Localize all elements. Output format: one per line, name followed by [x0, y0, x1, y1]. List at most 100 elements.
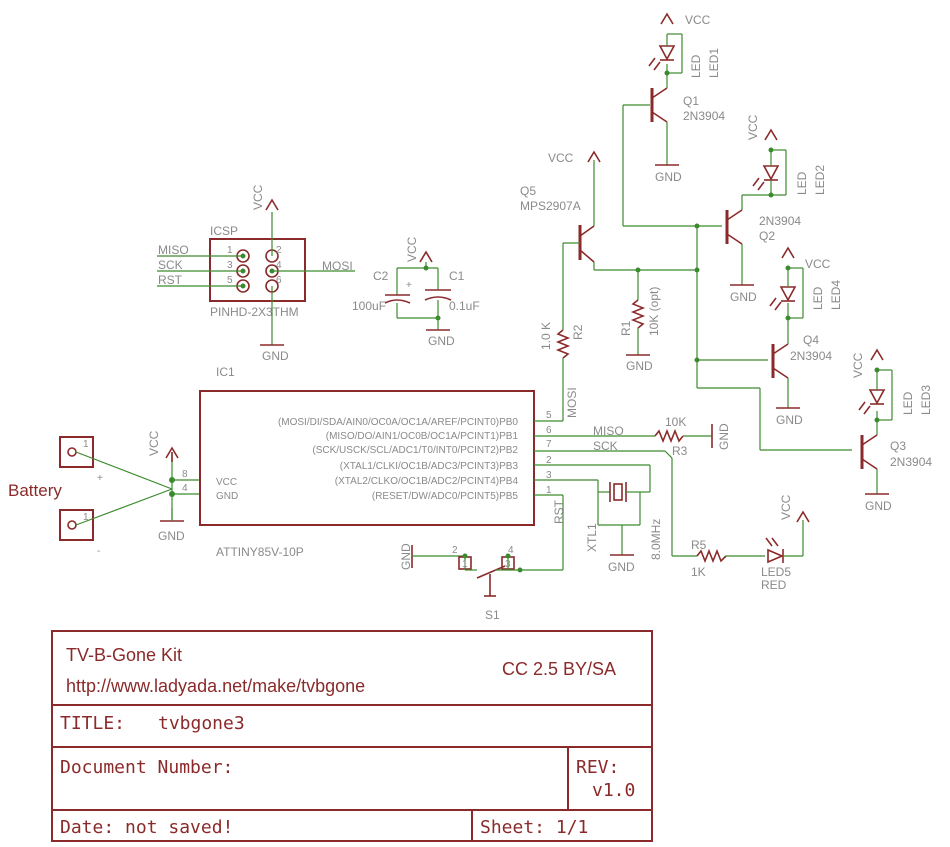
svg-text:R5: R5 [691, 538, 707, 552]
c2-value: 100uF [352, 299, 386, 313]
svg-text:2N3904: 2N3904 [683, 109, 725, 123]
c1-value: 0.1uF [449, 299, 480, 313]
title-label: TITLE: [60, 713, 125, 734]
svg-text:GND: GND [655, 170, 682, 184]
svg-text:R1: R1 [619, 320, 633, 336]
license-text: CC 2.5 BY/SA [502, 659, 616, 679]
svg-text:Q3: Q3 [890, 439, 906, 453]
svg-text:GND: GND [399, 543, 413, 570]
icsp-net-miso: MISO [158, 243, 189, 257]
svg-text:GND: GND [717, 423, 731, 450]
sheet-label: Sheet: 1/1 [480, 817, 588, 838]
svg-text:VCC: VCC [805, 257, 831, 271]
svg-text:VCC: VCC [216, 477, 237, 488]
q1-npn: GND Q1 2N3904 [650, 87, 725, 184]
svg-text:GND: GND [776, 413, 803, 427]
svg-text:1: 1 [546, 485, 552, 496]
led1: VCC LED LED1 [648, 12, 721, 88]
q2-npn: GND 2N3904 Q2 [725, 209, 801, 304]
gnd-symbol-icsp: GND [260, 344, 289, 363]
q3-npn: GND Q3 2N3904 [860, 434, 932, 513]
battery-pin-plus-number: 1 [83, 439, 89, 450]
led3: VCC LED LED3 [851, 348, 933, 435]
ic1-pin-pb0: (MOSI/DI/SDA/AIN0/OC0A/OC1A/AREF/PCINT0)… [278, 417, 518, 428]
title-value: tvbgone3 [158, 713, 245, 734]
svg-text:2N3904: 2N3904 [790, 349, 832, 363]
ic1-attiny85: IC1 ATTINY85V-10P VCC GND (MOSI/DI/SDA/A… [199, 365, 552, 559]
r3-resistor: 10K R3 GND [654, 415, 731, 458]
net-label-mosi: MOSI [565, 387, 579, 418]
ic1-pin-pb1: (MISO/DO/AIN1/OC0B/OC1A/PCINT1)PB1 [326, 431, 519, 442]
svg-text:Q4: Q4 [803, 333, 819, 347]
svg-text:Q2: Q2 [759, 229, 775, 243]
svg-text:GND: GND [158, 529, 185, 543]
svg-text:8: 8 [182, 469, 188, 480]
led4: VCC LED LED4 [769, 246, 843, 344]
q5-name: Q5 [520, 184, 536, 198]
svg-text:VCC: VCC [685, 13, 711, 27]
svg-text:RED: RED [761, 578, 787, 592]
r2-resistor: 1.0 K R2 [539, 322, 585, 367]
ic1-pin-pb5: (RESET/DW/ADC0/PCINT5)PB5 [372, 491, 519, 502]
svg-text:GND: GND [730, 290, 757, 304]
svg-text:VCC: VCC [147, 430, 161, 456]
svg-text:1.0 K: 1.0 K [539, 322, 553, 350]
svg-text:LED2: LED2 [813, 165, 827, 195]
svg-text:VCC: VCC [405, 236, 419, 262]
svg-text:+: + [406, 280, 412, 291]
svg-text:LED: LED [795, 171, 809, 195]
svg-text:LED4: LED4 [829, 280, 843, 310]
document-number-label: Document Number: [60, 757, 233, 778]
net-label-rst: RST [552, 499, 566, 524]
battery: 1 1 Battery + - [8, 436, 103, 557]
battery-label: Battery [8, 481, 62, 500]
svg-text:GND: GND [428, 334, 455, 348]
led5-red: VCC LED5 RED [761, 494, 810, 592]
svg-text:GND: GND [216, 491, 238, 502]
svg-text:VCC: VCC [779, 494, 793, 520]
icsp-name: ICSP [210, 224, 238, 238]
svg-text:1K: 1K [691, 565, 706, 579]
svg-text:GND: GND [865, 499, 892, 513]
capacitors: VCC + C2 100uF C1 0.1uF GND [352, 236, 480, 348]
svg-text:S1: S1 [485, 608, 500, 622]
svg-text:4: 4 [276, 260, 282, 271]
vcc-symbol-icsp: VCC [251, 184, 279, 211]
svg-text:GND: GND [608, 560, 635, 574]
svg-text:LED5: LED5 [761, 565, 791, 579]
svg-text:2N3904: 2N3904 [759, 214, 801, 228]
svg-text:2N3904: 2N3904 [890, 455, 932, 469]
svg-text:10K (opt): 10K (opt) [647, 287, 661, 336]
s1-switch: GND 2 1 4 3 S1 [399, 543, 563, 622]
ic1-pin-pb4: (XTAL2/CLKO/OC1B/ADC2/PCINT4)PB4 [335, 476, 519, 487]
led2: VCC LED LED2 [741, 114, 827, 210]
rev-value: v1.0 [592, 780, 635, 801]
svg-text:5: 5 [227, 275, 233, 286]
icsp-net-mosi: MOSI [322, 259, 353, 273]
rev-label: REV: [576, 757, 619, 778]
ic1-part: ATTINY85V-10P [216, 545, 304, 559]
r5-resistor: R5 1K [691, 538, 765, 579]
svg-text:2: 2 [546, 455, 552, 466]
ic1-pin-pb3: (XTAL1/CLKI/OC1B/ADC3/PCINT3)PB3 [340, 461, 519, 472]
date-label: Date: not saved! [60, 817, 233, 838]
svg-text:6: 6 [276, 275, 282, 286]
svg-text:LED: LED [901, 391, 915, 415]
battery-pin-minus-number: 1 [83, 512, 89, 523]
svg-text:LED3: LED3 [919, 385, 933, 415]
svg-text:R3: R3 [672, 444, 688, 458]
battery-plus-sign: + [97, 473, 103, 484]
svg-text:VCC: VCC [851, 352, 865, 378]
svg-text:3: 3 [546, 470, 552, 481]
icsp-package: PINHD-2X3THM [210, 305, 299, 319]
svg-text:4: 4 [182, 483, 188, 494]
q4-npn: GND Q4 2N3904 [771, 333, 832, 427]
ic1-name: IC1 [216, 365, 235, 379]
svg-text:GND: GND [262, 349, 289, 363]
svg-text:R2: R2 [571, 324, 585, 340]
c1-name: C1 [449, 269, 465, 283]
svg-text:LED1: LED1 [707, 48, 721, 78]
xtl1-crystal: GND XTL1 8.0MHz [585, 482, 663, 574]
svg-text:8.0MHz: 8.0MHz [649, 519, 663, 560]
